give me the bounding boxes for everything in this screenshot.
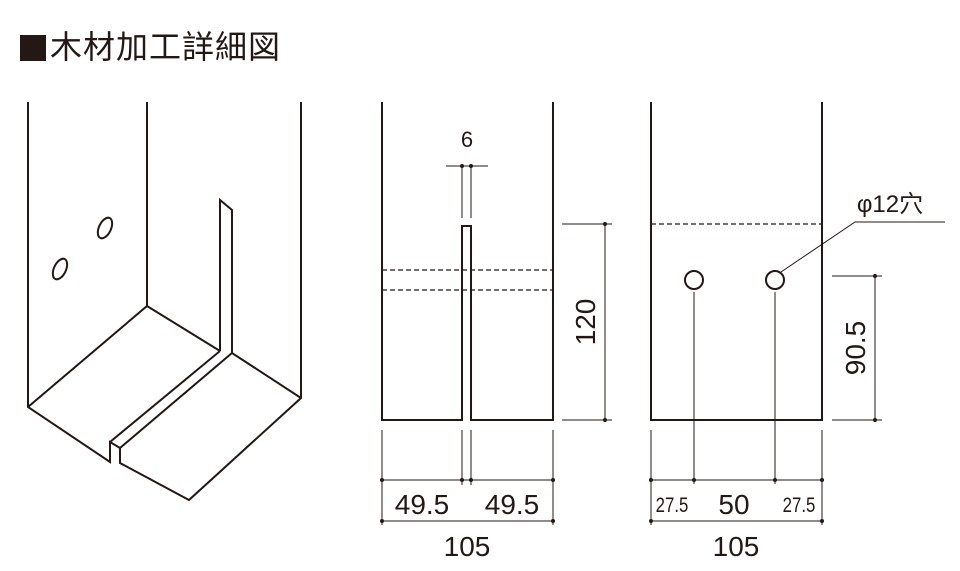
slot-floor-left [27,304,221,408]
dim-tick [820,519,824,523]
hole-right [765,270,785,290]
front-view-outline [381,102,554,421]
dim-tick [469,478,473,482]
dim-tick [380,519,384,523]
post-outline [27,102,302,502]
slot-cut-face [219,197,233,353]
dim-slot-depth: 120 [570,299,601,346]
slot-floor-right [119,351,302,449]
dim-tick [551,519,555,523]
dim-tick [460,164,464,168]
slot-wall-left [109,350,221,443]
dim-tick [773,478,777,482]
dim-hole-spacing: 50 [718,489,749,520]
square-bullet-icon [20,35,46,61]
hole-left [684,270,704,290]
side-view-outline [650,102,823,421]
dim-tick [820,478,824,482]
dim-tick [649,519,653,523]
dim-tick [649,478,653,482]
dim-right-width: 49.5 [485,489,540,520]
dim-tick [603,222,607,226]
dim-total-width: 105 [444,531,491,562]
dim-total-width-side: 105 [713,531,760,562]
dim-hole-height: 90.5 [840,321,871,376]
hole-iso-front [51,257,69,281]
dim-left-width: 49.5 [395,489,450,520]
dim-tick [469,164,473,168]
hole-leader-line [780,221,945,273]
dim-right-offset: 27.5 [783,494,816,517]
hole-iso-back [96,216,114,240]
side-view: φ12穴 90.5 27.5 50 27.5 105 [649,102,945,562]
isometric-view [27,102,302,502]
dim-tick [873,418,877,422]
hole-diameter-label: φ12穴 [857,191,923,218]
dim-tick [380,478,384,482]
dim-tick [551,478,555,482]
drawing-title: 木材加工詳細図 [20,22,281,68]
dim-tick [873,274,877,278]
front-view: 6 120 49.5 49.5 105 [380,102,612,562]
dim-left-offset: 27.5 [656,494,689,517]
dim-tick [460,478,464,482]
dim-tick [692,478,696,482]
dim-tick [603,418,607,422]
drawing-title-text: 木材加工詳細図 [50,28,282,66]
dim-slot-width: 6 [461,127,473,152]
